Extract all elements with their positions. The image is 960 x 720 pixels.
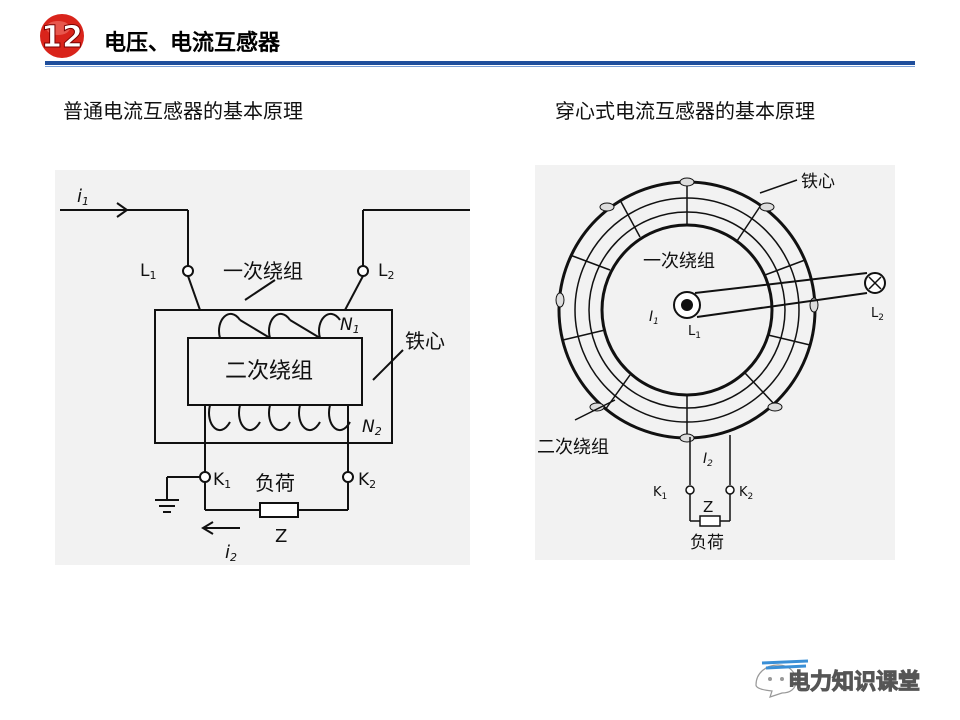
- left-caption: 普通电流互感器的基本原理: [63, 99, 303, 123]
- right-caption: 穿心式电流互感器的基本原理: [555, 99, 815, 123]
- svg-text:i1: i1: [77, 186, 89, 208]
- svg-text:N1: N1: [340, 315, 360, 336]
- core-pointer: [372, 349, 404, 381]
- section-number-badge: 12: [40, 14, 84, 58]
- svg-text:L2: L2: [378, 261, 394, 282]
- secondary-winding-turns: [562, 182, 811, 438]
- conductor-bottom-edge: [696, 292, 868, 318]
- primary-coil-links: [239, 319, 321, 339]
- K2-terminal: [725, 485, 735, 495]
- impedance-label: Z: [703, 498, 713, 516]
- core-label: 铁心: [801, 172, 835, 192]
- ordinary-ct-diagram: i1 L1 L2 一次绕组 二次绕组 N1 N2 铁心 K1 K2 负荷 Z i…: [55, 170, 470, 565]
- primary-wire-to-core-right: [344, 275, 364, 311]
- svg-text:L1: L1: [688, 324, 701, 341]
- svg-text:K1: K1: [213, 470, 231, 491]
- primary-conductor-core: [681, 299, 693, 311]
- watermark-text: 电力知识课堂: [787, 670, 921, 696]
- load-label: 负荷: [255, 471, 295, 495]
- secondary-winding-pointer: [574, 399, 616, 421]
- K1-terminal: [199, 471, 211, 483]
- svg-text:K1: K1: [653, 485, 667, 502]
- primary-wire-to-core: [187, 275, 201, 311]
- ordinary-ct-svg: i1 L1 L2 一次绕组 二次绕组 N1 N2 铁心 K1 K2 负荷 Z i…: [60, 186, 470, 564]
- through-type-ct-svg: 铁心 一次绕组 I1 L1 L2 二次绕组 I2 K1 K2 Z 负荷: [537, 172, 886, 553]
- core-label: 铁心: [405, 329, 445, 353]
- core-window: [187, 337, 363, 406]
- svg-text:K2: K2: [358, 470, 376, 491]
- primary-winding-label: 一次绕组: [223, 259, 303, 283]
- watermark-logo: [755, 659, 809, 698]
- svg-text:I1: I1: [649, 309, 659, 327]
- title-divider: [45, 61, 915, 65]
- primary-winding-label: 一次绕组: [643, 251, 715, 272]
- secondary-winding-label: 二次绕组: [537, 437, 609, 458]
- title-divider-thin: [45, 66, 915, 67]
- logo-stripes: [761, 659, 809, 670]
- svg-text:N2: N2: [362, 417, 382, 438]
- load-label: 负荷: [690, 533, 724, 553]
- impedance-label: Z: [275, 526, 287, 547]
- svg-text:L1: L1: [140, 261, 156, 282]
- primary-coils: [218, 312, 341, 339]
- primary-winding-pointer: [244, 279, 276, 301]
- core-pointer: [759, 179, 798, 194]
- K2-terminal: [342, 471, 354, 483]
- svg-text:K2: K2: [739, 485, 753, 502]
- svg-text:I2: I2: [703, 451, 713, 469]
- load-impedance: [259, 502, 299, 518]
- secondary-winding-label: 二次绕组: [225, 359, 313, 384]
- i2-arrow-head: [201, 521, 214, 535]
- K1-terminal: [685, 485, 695, 495]
- conductor-top-edge: [694, 272, 868, 294]
- load-impedance: [699, 515, 721, 527]
- L2-terminal-cross: [868, 276, 882, 290]
- L1-terminal: [182, 265, 194, 277]
- slide-title: 电压、电流互感器: [104, 31, 281, 56]
- core-outer: [154, 309, 393, 444]
- i1-arrow: [116, 202, 129, 218]
- section-number: 12: [41, 20, 83, 55]
- through-type-ct-diagram: 铁心 一次绕组 I1 L1 L2 二次绕组 I2 K1 K2 Z 负荷: [535, 165, 895, 560]
- L2-terminal: [357, 265, 369, 277]
- svg-text:L2: L2: [871, 306, 884, 323]
- svg-text:i2: i2: [225, 542, 237, 564]
- secondary-coils: [208, 404, 351, 431]
